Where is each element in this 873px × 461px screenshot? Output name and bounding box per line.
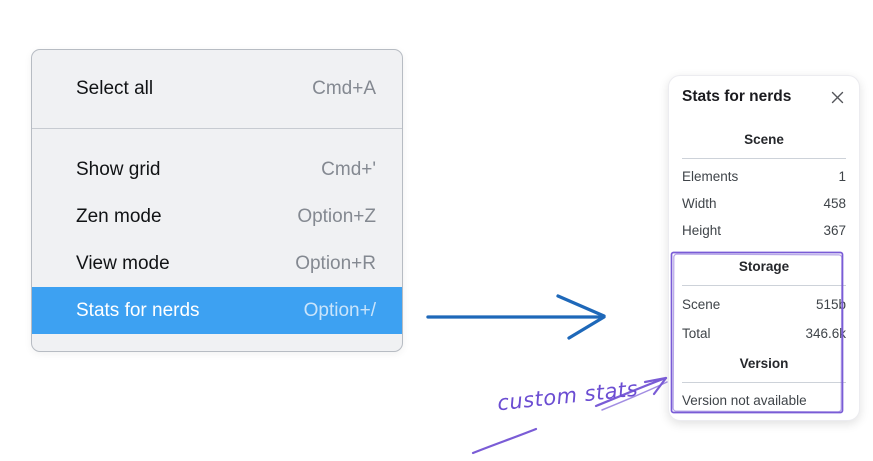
menu-item-shortcut: Option+R	[295, 252, 376, 274]
section-divider	[682, 285, 846, 286]
menu-item-show-grid[interactable]: Show grid Cmd+'	[32, 146, 402, 193]
section-title-scene: Scene	[744, 132, 784, 147]
menu-item-label: Zen mode	[76, 205, 162, 227]
section-divider	[682, 158, 846, 159]
version-message: Version not available	[682, 393, 807, 408]
close-icon[interactable]	[828, 88, 846, 106]
stat-row-scene-storage: Scene 515b	[682, 290, 846, 319]
scene-rows: Elements 1 Width 458 Height 367	[682, 163, 846, 244]
menu-divider	[32, 128, 402, 129]
annotation-custom-stats: custom stats	[496, 376, 640, 416]
stat-label: Total	[682, 326, 711, 341]
menu-group: Show grid Cmd+' Zen mode Option+Z View m…	[32, 129, 402, 351]
stat-value: 515b	[815, 297, 846, 312]
stat-value: 346.6k	[805, 326, 846, 341]
context-menu: Select all Cmd+A Show grid Cmd+' Zen mod…	[31, 49, 403, 352]
menu-item-zen-mode[interactable]: Zen mode Option+Z	[32, 193, 402, 240]
stats-panel-header: Stats for nerds	[682, 86, 846, 108]
arrow-right-icon	[426, 294, 606, 340]
menu-item-shortcut: Cmd+'	[321, 158, 376, 180]
stat-label: Width	[682, 196, 717, 211]
section-title-storage: Storage	[738, 259, 790, 274]
menu-item-label: Show grid	[76, 158, 161, 180]
stats-panel: Stats for nerds Scene Elements 1 Width 4…	[668, 75, 860, 421]
stat-value: 367	[823, 223, 846, 238]
stat-value: 458	[823, 196, 846, 211]
stat-row-width: Width 458	[682, 190, 846, 217]
menu-item-view-mode[interactable]: View mode Option+R	[32, 240, 402, 287]
storage-rows: Scene 515b Total 346.6k	[682, 290, 846, 348]
menu-item-shortcut: Option+/	[303, 299, 376, 321]
menu-item-shortcut: Cmd+A	[312, 78, 376, 99]
menu-item-select-all[interactable]: Select all Cmd+A	[32, 50, 402, 128]
stat-row-total-storage: Total 346.6k	[682, 319, 846, 348]
menu-item-label: Stats for nerds	[76, 299, 200, 321]
menu-item-stats-for-nerds[interactable]: Stats for nerds Option+/	[32, 287, 402, 334]
stat-row-height: Height 367	[682, 217, 846, 244]
stat-label: Height	[682, 223, 722, 238]
menu-item-label: Select all	[76, 78, 154, 99]
stat-label: Scene	[682, 297, 721, 312]
menu-item-label: View mode	[76, 252, 170, 274]
stat-row-elements: Elements 1	[682, 163, 846, 190]
stat-label: Elements	[682, 169, 739, 184]
stats-panel-title: Stats for nerds	[682, 88, 792, 105]
section-title-version: Version	[739, 356, 789, 371]
section-divider	[682, 382, 846, 383]
stat-value: 1	[838, 169, 846, 184]
menu-item-shortcut: Option+Z	[297, 205, 376, 227]
